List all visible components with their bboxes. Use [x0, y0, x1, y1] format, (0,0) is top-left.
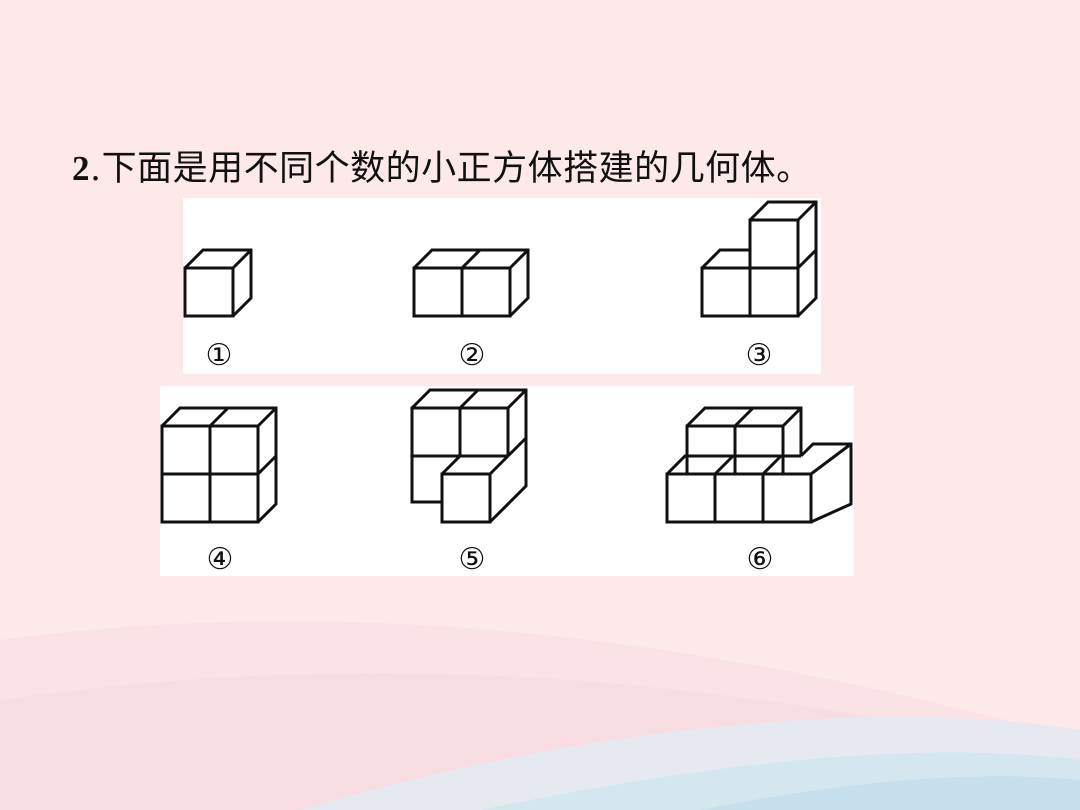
- figure-4-label: ④: [206, 542, 234, 577]
- figure-6-label: ⑥: [746, 542, 774, 577]
- question-separator: .: [90, 149, 102, 189]
- figures-panel-bottom: ④ ⑤ ⑥: [160, 386, 854, 577]
- question-body: 下面是用不同个数的小正方体搭建的几何体。: [101, 149, 812, 189]
- figure-5-label: ⑤: [458, 542, 486, 577]
- figure-6-cube-drawing: [665, 406, 853, 524]
- figure-3-label: ③: [745, 338, 773, 373]
- figures-panel-top: ① ② ③: [183, 198, 821, 374]
- cube-figures-top: [183, 200, 818, 318]
- figure-1-label: ①: [205, 338, 233, 373]
- figure-2-cube-drawing: [412, 248, 530, 318]
- question-number: 2: [72, 149, 90, 188]
- cube-figures-bottom: [160, 388, 853, 524]
- figure-1-cube-drawing: [183, 248, 253, 318]
- question-text: 2.下面是用不同个数的小正方体搭建的几何体。: [72, 140, 812, 191]
- figure-3-cube-drawing: [700, 200, 818, 318]
- figure-4-cube-drawing: [160, 406, 278, 524]
- figure-2-label: ②: [458, 338, 486, 373]
- figure-5-cube-drawing: [410, 388, 528, 524]
